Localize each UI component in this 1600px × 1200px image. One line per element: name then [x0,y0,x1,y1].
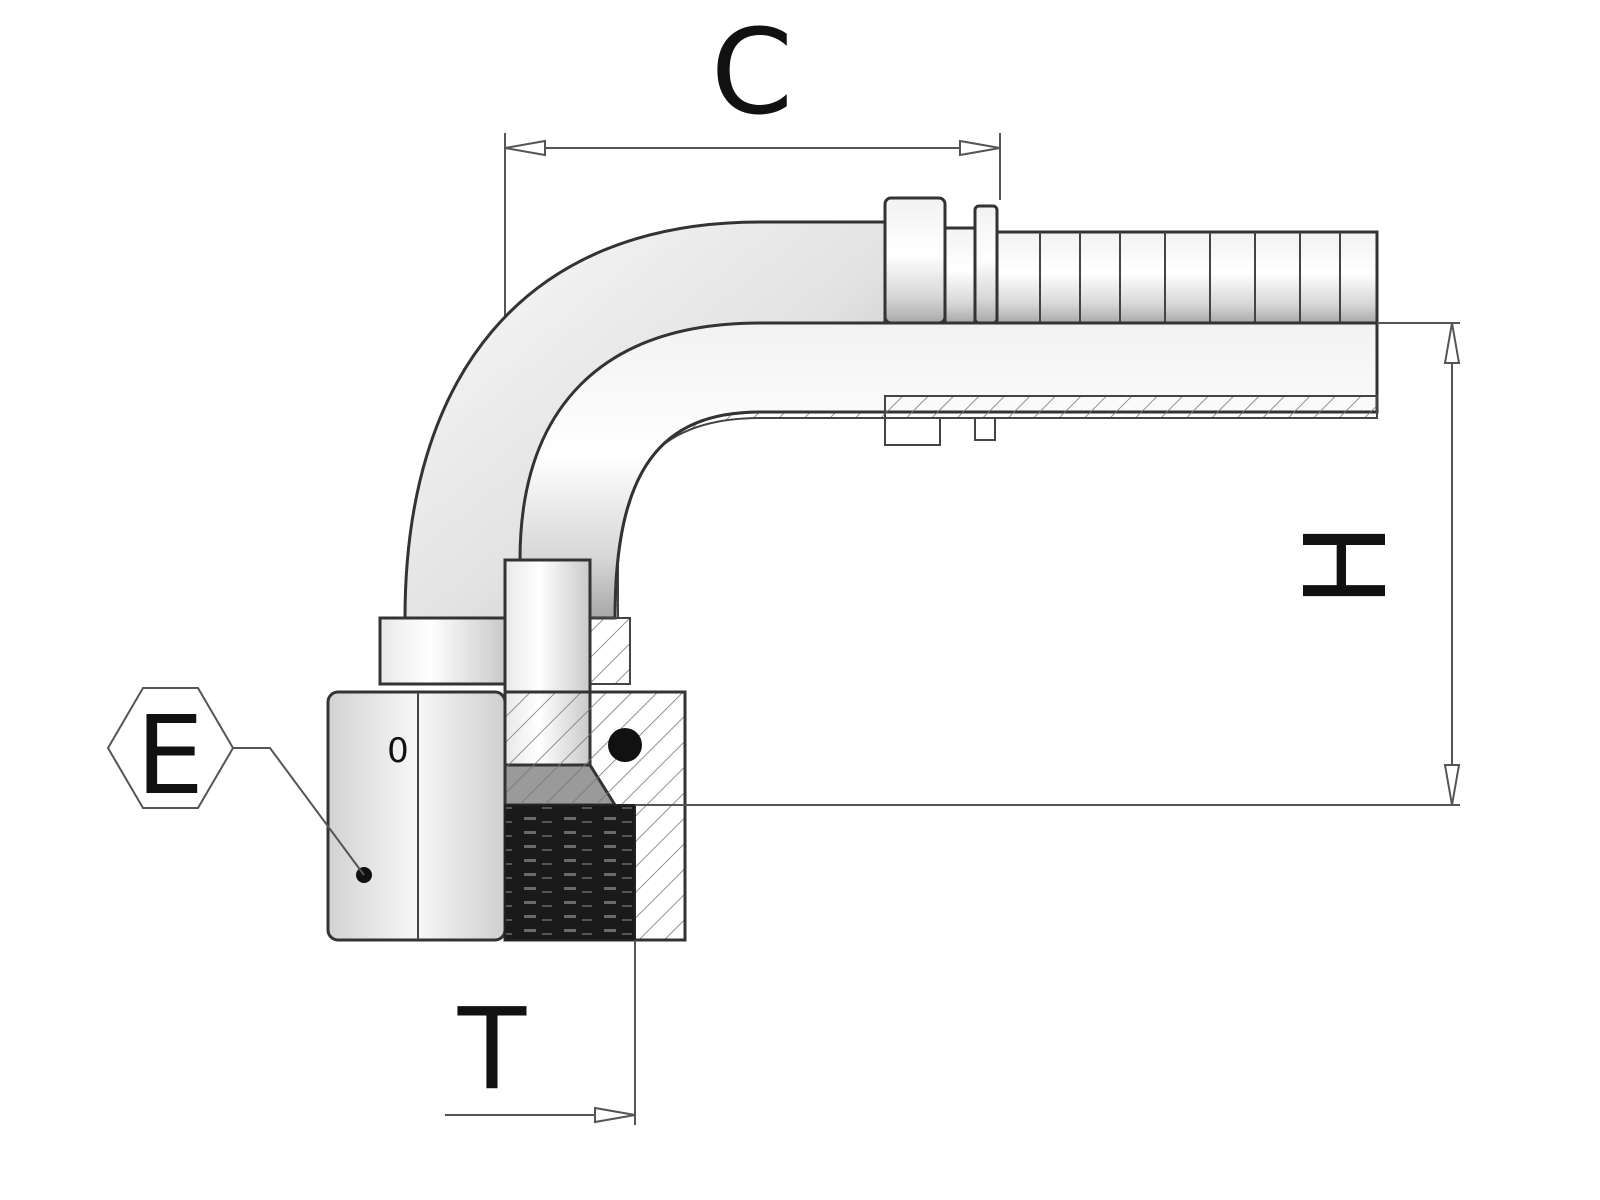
dim-c-arrow-left [504,139,546,157]
dim-e-leader [233,747,365,876]
stem-collar [883,196,947,325]
stem-wall-hatch [884,395,1378,419]
stem-ring [973,204,999,325]
stem-barb-ridges [1039,232,1341,323]
dim-e-label: E [136,694,204,819]
dimension-h: H [635,322,1461,806]
stem-ring-lower [974,417,996,441]
stem-neck [943,226,977,325]
o-ring-ball [608,728,642,762]
barbed-stem [518,196,1379,620]
stem-bore [518,321,1379,620]
dimension-t: T [445,940,636,1125]
dim-t-arrow [594,1106,636,1124]
dimension-e: E [106,687,365,876]
stem-collar-lower [884,417,941,446]
nut-thread [504,804,636,941]
dim-h-arrow-bottom [1443,764,1461,806]
dim-h-label: H [1282,523,1412,607]
nut-zero-mark: 0 [387,731,409,771]
dim-c-label: C [711,3,793,141]
stem-barb-section [995,230,1379,325]
dimension-c: C [504,3,1001,615]
dim-t-label: T [457,985,527,1115]
nut-hex-body [326,690,507,942]
dim-c-arrow-right [959,139,1001,157]
swivel-nut: 0 [326,690,687,942]
nut-collar [378,616,507,686]
dim-h-arrow-top [1443,322,1461,364]
